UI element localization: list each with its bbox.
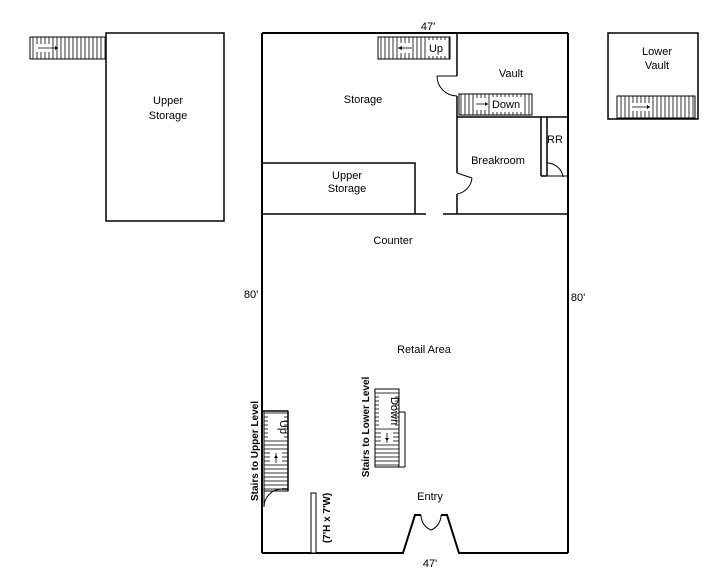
- stairs-upper-level-up-label: Up: [277, 420, 289, 434]
- interior-walls: [262, 33, 568, 215]
- upper-storage-left-label-line2: Storage: [149, 110, 188, 122]
- upper-storage-left: Upper Storage: [29, 32, 225, 222]
- stairs-lower-vault: [616, 95, 696, 119]
- upper-storage-left-label-line1: Upper: [153, 95, 183, 107]
- lower-vault-label-line2: Vault: [645, 60, 669, 72]
- stairs-lower-level-down-label: Down: [388, 397, 400, 425]
- overhead-door: (7'H x 7'W): [310, 492, 333, 554]
- main-building-walls: [261, 32, 569, 554]
- upper-storage-main-label-line1: Upper: [332, 170, 362, 182]
- door-swings: [263, 75, 568, 531]
- lower-vault: Lower Vault: [607, 32, 699, 120]
- retail-area-label: Retail Area: [397, 344, 452, 356]
- dimension-right: 80': [571, 292, 585, 304]
- stairs-storage-up: Up: [377, 36, 451, 60]
- stairs-storage-up-label: Up: [429, 43, 443, 55]
- counter-label: Counter: [373, 235, 412, 247]
- stairs-vault-down-label: Down: [492, 99, 520, 111]
- vault-label: Vault: [499, 68, 523, 80]
- storage-label: Storage: [344, 94, 383, 106]
- stairs-lower-level-caption: Stairs to Lower Level: [361, 376, 372, 477]
- dimension-top: 47': [421, 21, 435, 33]
- upper-storage-main-label-line2: Storage: [328, 183, 367, 195]
- dimension-bottom: 47': [423, 558, 437, 570]
- stairs-upper-level-caption: Stairs to Upper Level: [250, 401, 261, 501]
- dimension-left: 80': [244, 289, 258, 301]
- restroom-label: RR: [547, 134, 563, 146]
- stairs-upper-storage-left: [29, 36, 107, 60]
- lower-vault-label-line1: Lower: [642, 46, 672, 58]
- stairs-vault-down: Down: [458, 93, 533, 116]
- stairs-lower-level: Down: [374, 388, 406, 468]
- entry-label: Entry: [417, 491, 443, 503]
- stairs-upper-level: Up: [262, 410, 289, 492]
- overhead-door-note: (7'H x 7'W): [322, 493, 333, 543]
- breakroom-label: Breakroom: [471, 155, 525, 167]
